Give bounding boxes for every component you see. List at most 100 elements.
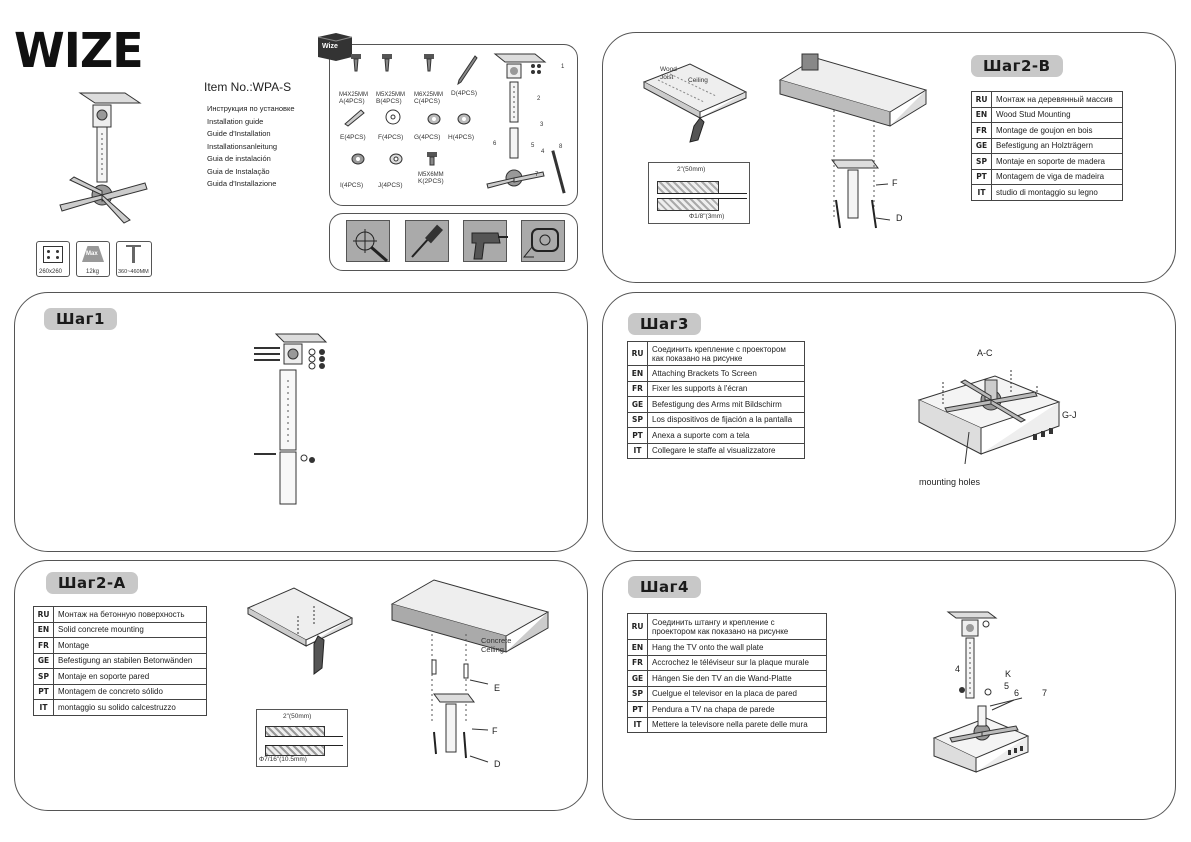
callout-8: 8 — [559, 144, 563, 150]
step2a-title: Шаг2-A — [46, 572, 138, 594]
callout-4: 4 — [541, 149, 545, 155]
mount-overview-illustration — [59, 92, 148, 224]
part-e: E(4PCS) — [340, 108, 380, 141]
callout-5: 5 — [531, 143, 535, 149]
wood-depth-detail: 2"(50mm) Φ1/8"(3mm) — [648, 162, 750, 224]
package-box-icon: Wize — [316, 31, 354, 61]
concrete-mount-assembly-illustration — [390, 579, 550, 763]
label-5: 5 — [1004, 681, 1010, 691]
guide-title: Installation guide — [207, 116, 264, 126]
label-a-c: A-C — [977, 348, 993, 358]
guide-title-list: Инструкция по установке Installation gui… — [207, 103, 295, 191]
guide-title: Installationsanleitung — [207, 141, 278, 151]
washer-icon — [427, 113, 441, 125]
part-c: M6X25MM C(4PCS) — [414, 54, 454, 105]
tape-measure-icon — [521, 220, 565, 262]
concrete-depth-detail: 2"(50mm) Φ7/16"(10.5mm) — [256, 709, 348, 767]
screw-icon — [424, 54, 434, 72]
callout-3: 3 — [540, 122, 544, 128]
mounting-holes-caption: mounting holes — [919, 477, 981, 487]
screwdriver-icon — [405, 220, 449, 262]
mount-plate-icon — [43, 246, 63, 263]
label-e: E — [494, 683, 501, 693]
label-f: F — [892, 178, 898, 188]
parts-panel: Wize — [317, 33, 578, 206]
washer-icon — [457, 113, 471, 125]
label-f: F — [492, 726, 498, 736]
power-drill-icon — [463, 220, 508, 262]
part-g: G(4PCS) — [414, 112, 454, 141]
part-i: I(4PCS) — [340, 152, 380, 189]
callout-6: 6 — [493, 141, 497, 147]
projector-brackets-illustration — [917, 370, 1061, 465]
label-g-j: G-J — [1062, 410, 1077, 420]
screw-icon — [427, 152, 437, 166]
washer-icon — [385, 109, 401, 125]
anchor-icon — [344, 109, 365, 127]
label-k: K — [1005, 669, 1012, 679]
drill-bit-icon — [346, 220, 390, 263]
part-b: M5X25MM B(4PCS) — [376, 54, 416, 105]
part-k: M5X6MM K(2PCS) — [418, 152, 458, 185]
guide-title: Инструкция по установке — [207, 104, 295, 113]
spec-max-weight: Max 12kg — [76, 241, 110, 277]
step2b-title: Шаг2-B — [971, 55, 1063, 77]
callout-2: 2 — [537, 96, 541, 102]
ceiling-label: Ceiling — [688, 77, 708, 84]
step4-title: Шаг4 — [628, 576, 701, 598]
wood-mount-assembly-illustration — [778, 53, 928, 229]
guide-title: Guia de instalación — [207, 154, 271, 163]
step3-title: Шаг3 — [628, 313, 701, 335]
label-d: D — [896, 213, 903, 223]
exploded-mount-illustration: 1 2 3 4 5 6 7 8 — [486, 53, 566, 194]
wood-joist-label: Wood Joist — [660, 66, 677, 81]
label-4: 4 — [955, 664, 961, 674]
guide-title: Guia de Instalação — [207, 166, 270, 176]
item-number: Item No.:WPA-S — [204, 80, 292, 94]
part-a: M4X25MM A(4PCS) — [339, 54, 379, 105]
part-d: D(4PCS) — [451, 54, 491, 97]
pole-assembly-illustration — [254, 333, 328, 505]
label-7: 7 — [1042, 688, 1048, 698]
label-d: D — [494, 759, 501, 769]
guide-title: Guida d'Installazione — [207, 179, 277, 188]
concrete-ceiling-drill-illustration — [246, 587, 354, 675]
label-6: 6 — [1014, 688, 1020, 698]
step1-title: Шаг1 — [44, 308, 117, 330]
brand-logo: WIZE — [14, 21, 144, 79]
lock-washer-icon — [389, 153, 403, 165]
screw-icon — [382, 54, 392, 72]
callout-7: 7 — [535, 172, 539, 178]
nut-icon — [351, 153, 365, 165]
height-range-icon — [132, 245, 135, 263]
weight-icon — [82, 246, 104, 262]
part-j: J(4PCS) — [378, 152, 418, 189]
